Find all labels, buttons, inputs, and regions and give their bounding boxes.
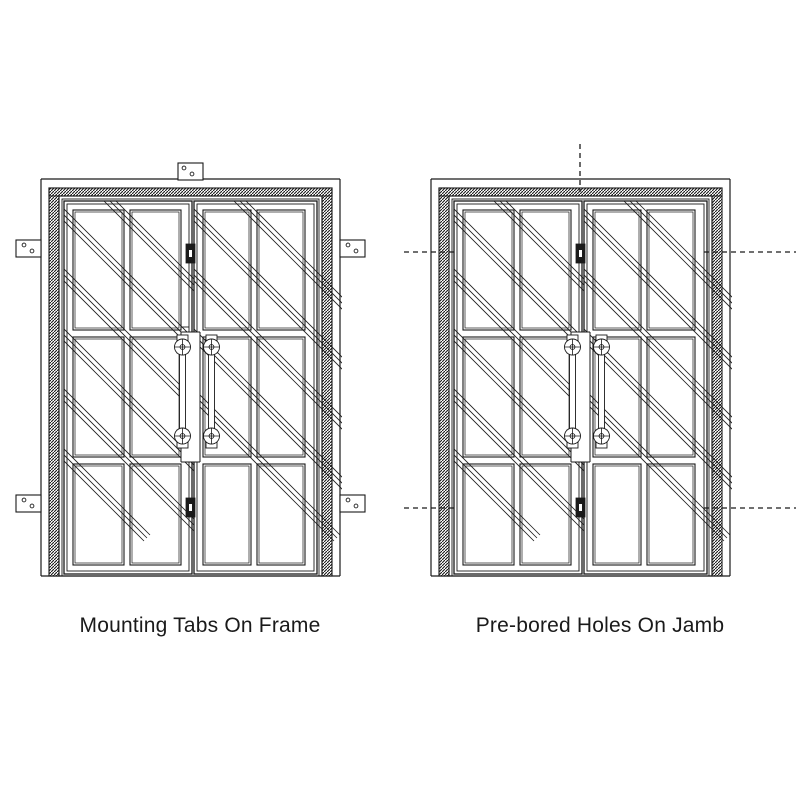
door-leaf-left — [63, 200, 212, 575]
right-jamb-r — [711, 187, 723, 577]
left-door-drawing — [15, 162, 366, 577]
mounting-tab-right-lower — [339, 494, 366, 513]
left-jamb — [48, 187, 60, 577]
pane-r3c1 — [72, 463, 125, 566]
right-jamb — [321, 187, 333, 577]
left-jamb-r — [438, 187, 450, 577]
hinge-upper-r — [575, 243, 586, 264]
mounting-tab-right-upper — [339, 239, 366, 258]
handle-left-leaf — [174, 334, 191, 449]
mounting-tab-left-upper — [15, 239, 42, 258]
pane-r2c2-r — [256, 336, 306, 458]
outer-frame-outline-r — [430, 178, 731, 576]
mounting-tab-left-lower — [15, 494, 42, 513]
handle-right-leaf — [203, 334, 220, 449]
pane-r1c2-r — [256, 209, 306, 331]
hinge-lower-r — [575, 497, 586, 518]
mounting-tab-top — [177, 162, 204, 181]
right-door-drawing — [404, 144, 796, 577]
pane-r3c1-r — [202, 463, 252, 566]
handle-right-leaf-r — [593, 334, 610, 449]
pane-r3c2-r — [256, 463, 306, 566]
pane-r1c1-r — [202, 209, 252, 331]
caption-pre-bored-holes: Pre-bored Holes On Jamb — [475, 614, 725, 637]
centerlines — [404, 144, 796, 509]
hinge-upper — [185, 243, 196, 264]
door-leaf-left-r — [453, 200, 602, 575]
head-jamb — [48, 187, 333, 197]
caption-mounting-tabs: Mounting Tabs On Frame — [79, 614, 321, 637]
pane-r3c2 — [129, 463, 182, 566]
pane-r1c1 — [72, 209, 125, 331]
hinge-lower — [185, 497, 196, 518]
pane-r2c1 — [72, 336, 125, 458]
handle-left-leaf-r — [564, 334, 581, 449]
